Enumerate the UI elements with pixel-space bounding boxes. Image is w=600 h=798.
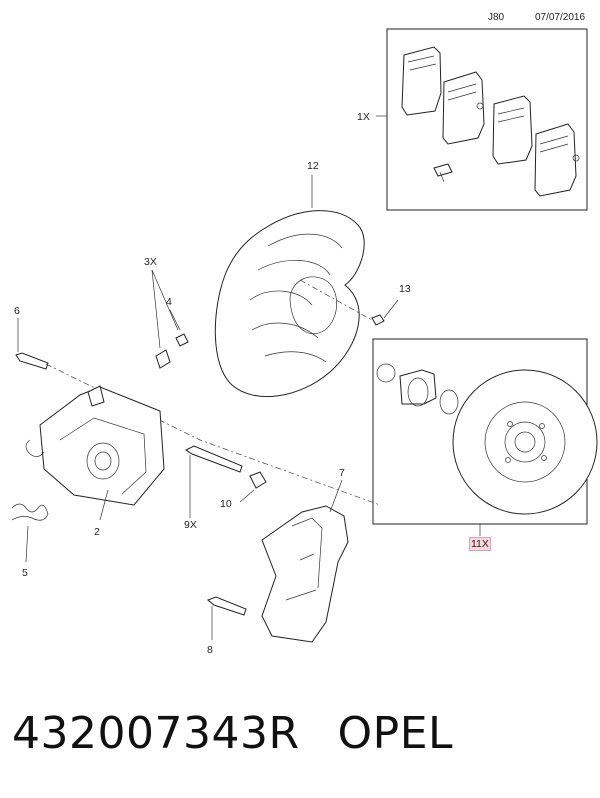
callout-7: 7 — [339, 467, 345, 479]
callout-6: 6 — [14, 305, 20, 317]
callout-8: 8 — [207, 644, 213, 656]
callout-13: 13 — [399, 283, 411, 295]
callout-4: 4 — [166, 296, 172, 308]
callout-9x: 9X — [184, 519, 197, 531]
part-number: 432007343R — [12, 708, 300, 759]
caliper-bracket-illustration — [261, 505, 349, 643]
callout-10: 10 — [220, 498, 232, 510]
callout-12: 12 — [307, 160, 319, 172]
callout-3x: 3X — [144, 256, 157, 268]
drawing-code: J80 — [488, 12, 505, 23]
brake-pad-kit-frame — [386, 28, 588, 211]
part-caption: 432007343R OPEL — [12, 708, 453, 759]
callout-1x: 1X — [357, 111, 370, 123]
callout-11x: 11X — [469, 537, 491, 551]
exploded-view-drawing — [11, 28, 598, 643]
callout-2: 2 — [94, 526, 100, 538]
dust-shield-illustration — [214, 210, 365, 397]
brake-caliper-illustration — [25, 385, 165, 506]
callout-11x-label: 11X — [469, 537, 491, 551]
brake-pads-illustration — [401, 46, 580, 197]
brake-disc-illustration — [376, 363, 598, 515]
brand-name: OPEL — [337, 708, 454, 759]
return-spring-illustration — [11, 503, 49, 521]
callout-5: 5 — [22, 567, 28, 579]
drawing-date: 07/07/2016 — [535, 12, 586, 23]
